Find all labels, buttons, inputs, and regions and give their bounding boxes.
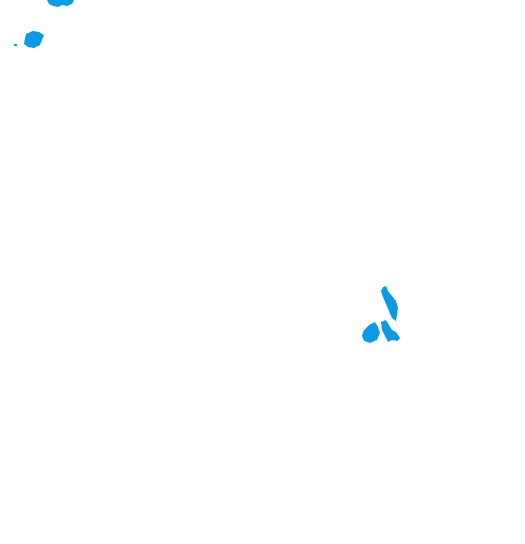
feature-island-north [381, 286, 398, 321]
feature-island-southwest [362, 322, 380, 343]
feature-island-southeast [381, 320, 400, 342]
feature-group-mid-right [362, 286, 400, 343]
feature-speck [14, 44, 17, 46]
feature-fragment-left [24, 31, 44, 48]
feature-group-top-left [14, 0, 74, 48]
feature-fragment-top [47, 0, 74, 7]
